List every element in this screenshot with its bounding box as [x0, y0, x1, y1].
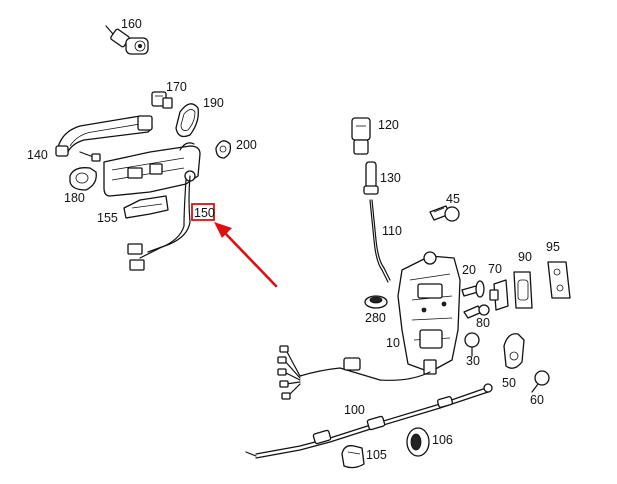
- part-180-handle-cover[interactable]: [69, 167, 97, 191]
- label-120: 120: [378, 118, 399, 132]
- label-95: 95: [546, 240, 560, 254]
- label-70: 70: [488, 262, 502, 276]
- label-60: 60: [530, 393, 544, 407]
- label-180: 180: [64, 191, 85, 205]
- part-200-cap[interactable]: [215, 140, 232, 159]
- part-100-bowden-cable[interactable]: [245, 383, 493, 459]
- label-80: 80: [476, 316, 490, 330]
- part-20-bolt[interactable]: [461, 280, 485, 298]
- label-20: 20: [462, 263, 476, 277]
- label-170: 170: [166, 80, 187, 94]
- part-106-round-cover[interactable]: [406, 427, 430, 457]
- label-150: 150: [194, 206, 215, 220]
- part-45-screw[interactable]: [429, 205, 460, 222]
- handle-carrier-bracket[interactable]: [103, 142, 201, 197]
- part-105-cable-clip[interactable]: [341, 445, 365, 469]
- label-45: 45: [446, 192, 460, 206]
- part-50-bracket[interactable]: [503, 333, 525, 369]
- part-155-seal[interactable]: [123, 195, 169, 219]
- part-190-gasket[interactable]: [175, 103, 199, 138]
- part-170-clip[interactable]: [151, 91, 173, 109]
- label-130: 130: [380, 171, 401, 185]
- part-110-linkage-rod[interactable]: [369, 199, 391, 283]
- part-60-screw[interactable]: [531, 370, 550, 393]
- label-160: 160: [121, 17, 142, 31]
- part-120-lock-knob[interactable]: [351, 117, 371, 155]
- label-90: 90: [518, 250, 532, 264]
- part-95-plate[interactable]: [547, 261, 571, 299]
- part-70-striker-bracket[interactable]: [489, 279, 509, 311]
- part-90-striker[interactable]: [513, 271, 533, 309]
- part-150-wiring-harness[interactable]: [127, 175, 191, 271]
- label-200: 200: [236, 138, 257, 152]
- part-10-door-lock[interactable]: [397, 251, 461, 375]
- label-10: 10: [386, 336, 400, 350]
- part-140-door-handle[interactable]: [55, 115, 153, 162]
- label-155: 155: [97, 211, 118, 225]
- part-130-guide-sleeve[interactable]: [363, 161, 379, 195]
- label-30: 30: [466, 354, 480, 368]
- label-50: 50: [502, 376, 516, 390]
- part-160-lock-cylinder[interactable]: [105, 25, 149, 55]
- label-110: 110: [382, 224, 402, 238]
- label-105: 105: [366, 448, 387, 462]
- red-arrow-icon: [214, 222, 278, 288]
- label-106: 106: [432, 433, 453, 447]
- part-80-screw[interactable]: [463, 304, 490, 319]
- label-100: 100: [344, 403, 365, 417]
- part-30-screw[interactable]: [464, 332, 480, 357]
- label-280: 280: [365, 311, 386, 325]
- lock-wiring-connectors[interactable]: [277, 345, 431, 400]
- label-190: 190: [203, 96, 224, 110]
- part-280-grommet[interactable]: [364, 295, 388, 309]
- label-140: 140: [27, 148, 48, 162]
- callout-box-150: [191, 203, 215, 221]
